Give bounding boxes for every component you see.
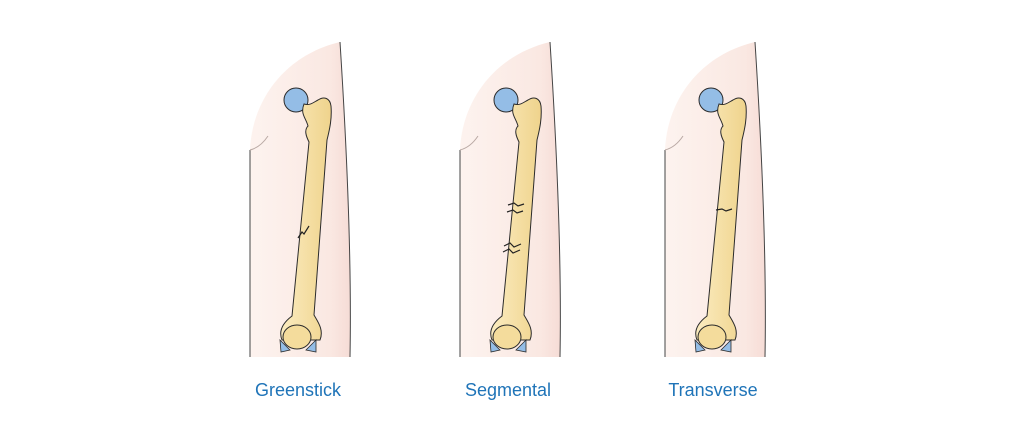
panel-transverse-drawing: [664, 41, 766, 358]
panel-greenstick-drawing: [249, 41, 351, 358]
segmental-fracture-lower: [502, 242, 522, 254]
segmental-fracture-upper: [506, 202, 525, 214]
label-transverse: Transverse: [668, 380, 758, 400]
label-greenstick: Greenstick: [254, 380, 342, 400]
panel-segmental-drawing: [459, 41, 561, 358]
label-segmental: Segmental: [464, 380, 552, 400]
transverse-fracture-line: [715, 208, 733, 212]
greenstick-crack: [297, 225, 310, 239]
